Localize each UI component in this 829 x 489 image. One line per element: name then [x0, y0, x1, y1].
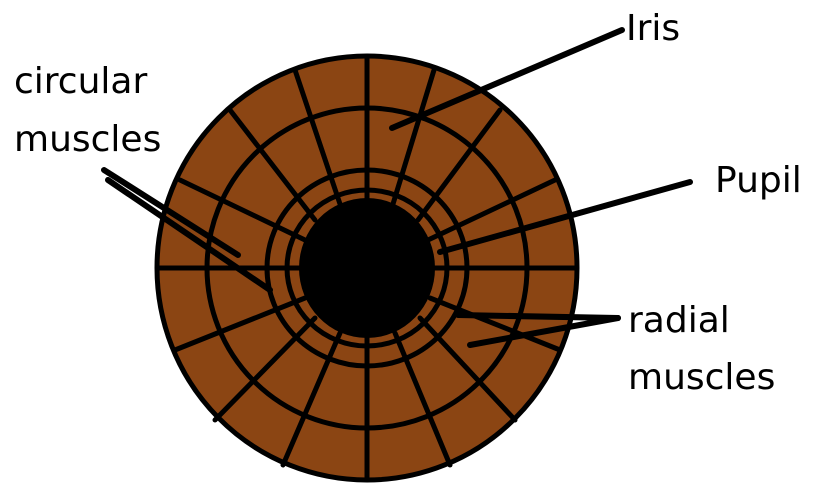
circular-label-line2: muscles	[14, 119, 161, 160]
circular-label-line1: circular	[14, 61, 147, 102]
iris-label: Iris	[626, 8, 680, 49]
radial-leader-line-1	[458, 315, 618, 318]
radial-label-line2: muscles	[628, 357, 775, 398]
radial-label-line1: radial	[628, 300, 730, 341]
pupil-label: Pupil	[715, 160, 802, 201]
pupil-disc	[299, 198, 435, 338]
